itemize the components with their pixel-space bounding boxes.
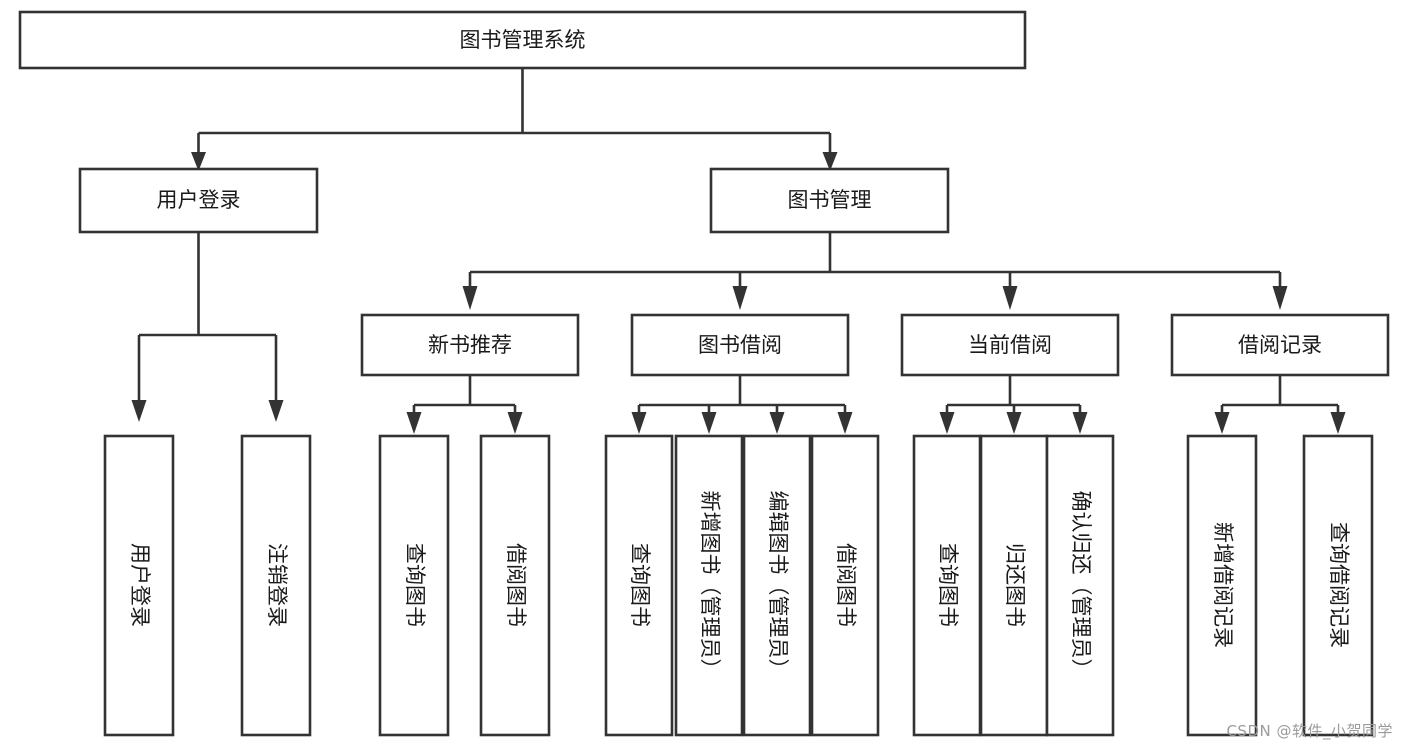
leaf-book-borrow-query[interactable]: 查询图书 [604, 434, 674, 737]
leaf-book-borrow-borrow[interactable]: 借阅图书 [810, 434, 880, 737]
leaf-current-borrow-confirm-label: 确认归还（管理员） [1069, 491, 1093, 680]
leaf-borrow-record-add-label: 新增借阅记录 [1211, 522, 1235, 648]
leaf-borrow-record-query-label: 查询借阅记录 [1327, 522, 1351, 648]
leaf-borrow-record-query-box[interactable] [1302, 434, 1374, 737]
node-borrow-record[interactable]: 借阅记录 [1170, 313, 1390, 377]
arrowhead-nb-leaf-1 [406, 412, 422, 434]
leaf-new-book-borrow-label: 借阅图书 [504, 543, 528, 627]
csdn-watermark: CSDN @软件_小贺同学 [1226, 722, 1393, 740]
arrowhead-borrow-record [1272, 286, 1288, 310]
leaf-user-login-login[interactable]: 用户登录 [103, 434, 175, 737]
leaf-new-book-query[interactable]: 查询图书 [378, 434, 450, 737]
node-book-borrow[interactable]: 图书借阅 [630, 313, 850, 377]
edge-currentborrow-bus [945, 375, 1082, 414]
leaf-current-borrow-query-label: 查询图书 [936, 543, 960, 627]
arrowhead-leaf-user-login [131, 400, 147, 422]
arrowhead-leaf-logout [268, 400, 284, 422]
leaf-book-borrow-add-label: 新增图书（管理员） [698, 491, 722, 680]
leaf-current-borrow-query[interactable]: 查询图书 [912, 434, 982, 737]
node-root-system-label: 图书管理系统 [460, 28, 586, 52]
leaf-book-borrow-add-box[interactable] [674, 434, 744, 737]
node-user-login[interactable]: 用户登录 [78, 167, 319, 234]
edge-newbook-bus [412, 375, 517, 414]
leaf-book-borrow-query-label: 查询图书 [628, 543, 652, 627]
node-borrow-record-label: 借阅记录 [1238, 333, 1322, 357]
leaf-user-login-login-label: 用户登录 [128, 543, 152, 627]
arrowhead-br-leaf-2 [1330, 412, 1346, 434]
node-current-borrow-box[interactable] [900, 313, 1120, 377]
leaf-book-borrow-add[interactable]: 新增图书（管理员） [674, 434, 744, 737]
arrowhead-book-manage [822, 152, 838, 171]
arrowhead-bb-leaf-2 [701, 412, 717, 434]
node-new-book-recommend-box[interactable] [360, 313, 580, 377]
leaf-current-borrow-return-box[interactable] [979, 434, 1049, 737]
arrowhead-bb-leaf-4 [837, 412, 853, 434]
arrowhead-cb-leaf-2 [1006, 412, 1022, 434]
leaf-current-borrow-return[interactable]: 归还图书 [979, 434, 1049, 737]
arrowhead-bb-leaf-1 [631, 412, 647, 434]
node-user-login-box[interactable] [78, 167, 319, 234]
leaf-current-borrow-query-box[interactable] [912, 434, 982, 737]
leaf-current-borrow-confirm[interactable]: 确认归还（管理员） [1045, 434, 1115, 737]
node-user-login-label: 用户登录 [157, 188, 241, 212]
leaf-borrow-record-query[interactable]: 查询借阅记录 [1302, 434, 1374, 737]
edge-userlogin-bus [137, 232, 278, 402]
arrowhead-nb-leaf-2 [507, 412, 523, 434]
node-root-system-box[interactable] [18, 10, 1027, 70]
leaf-book-borrow-borrow-label: 借阅图书 [834, 543, 858, 627]
arrowhead-cb-leaf-1 [939, 412, 955, 434]
node-book-borrow-label: 图书借阅 [698, 333, 782, 357]
node-current-borrow-label: 当前借阅 [968, 333, 1052, 357]
leaf-book-borrow-edit-box[interactable] [742, 434, 812, 737]
leaf-book-borrow-query-box[interactable] [604, 434, 674, 737]
edge-root-bus [197, 68, 832, 155]
node-new-book-recommend-label: 新书推荐 [428, 333, 512, 357]
node-book-manage-box[interactable] [709, 167, 950, 234]
node-book-manage[interactable]: 图书管理 [709, 167, 950, 234]
leaf-book-borrow-edit[interactable]: 编辑图书（管理员） [742, 434, 812, 737]
leaf-book-borrow-edit-label: 编辑图书（管理员） [766, 491, 790, 680]
node-book-borrow-box[interactable] [630, 313, 850, 377]
arrowhead-user-login [191, 152, 206, 171]
node-root-system[interactable]: 图书管理系统 [18, 10, 1027, 70]
node-current-borrow[interactable]: 当前借阅 [900, 313, 1120, 377]
edge-bookmanage-bus [468, 232, 1282, 288]
arrowhead-bb-leaf-3 [769, 412, 785, 434]
leaf-current-borrow-confirm-box[interactable] [1045, 434, 1115, 737]
arrowhead-cb-leaf-3 [1072, 412, 1088, 434]
leaf-new-book-borrow-box[interactable] [479, 434, 551, 737]
leaf-new-book-borrow[interactable]: 借阅图书 [479, 434, 551, 737]
leaf-new-book-query-box[interactable] [378, 434, 450, 737]
arrowhead-current-borrow [1002, 286, 1018, 310]
edge-bookborrow-bus [637, 375, 847, 414]
arrowhead-br-leaf-1 [1214, 412, 1230, 434]
leaf-user-login-login-box[interactable] [103, 434, 175, 737]
node-borrow-record-box[interactable] [1170, 313, 1390, 377]
edge-borrowrecord-bus [1220, 375, 1340, 414]
leaf-new-book-query-label: 查询图书 [403, 543, 427, 627]
leaf-user-login-logout-box[interactable] [240, 434, 312, 737]
leaf-borrow-record-add[interactable]: 新增借阅记录 [1186, 434, 1258, 737]
leaf-borrow-record-add-box[interactable] [1186, 434, 1258, 737]
connectors-layer [131, 68, 1346, 434]
leaf-current-borrow-return-label: 归还图书 [1003, 543, 1027, 627]
leaf-user-login-logout[interactable]: 注销登录 [240, 434, 312, 737]
node-new-book-recommend[interactable]: 新书推荐 [360, 313, 580, 377]
leaf-book-borrow-borrow-box[interactable] [810, 434, 880, 737]
arrowhead-new-book [462, 286, 478, 310]
leaf-user-login-logout-label: 注销登录 [265, 543, 289, 627]
arrowhead-book-borrow [732, 286, 748, 310]
node-book-manage-label: 图书管理 [788, 188, 872, 212]
